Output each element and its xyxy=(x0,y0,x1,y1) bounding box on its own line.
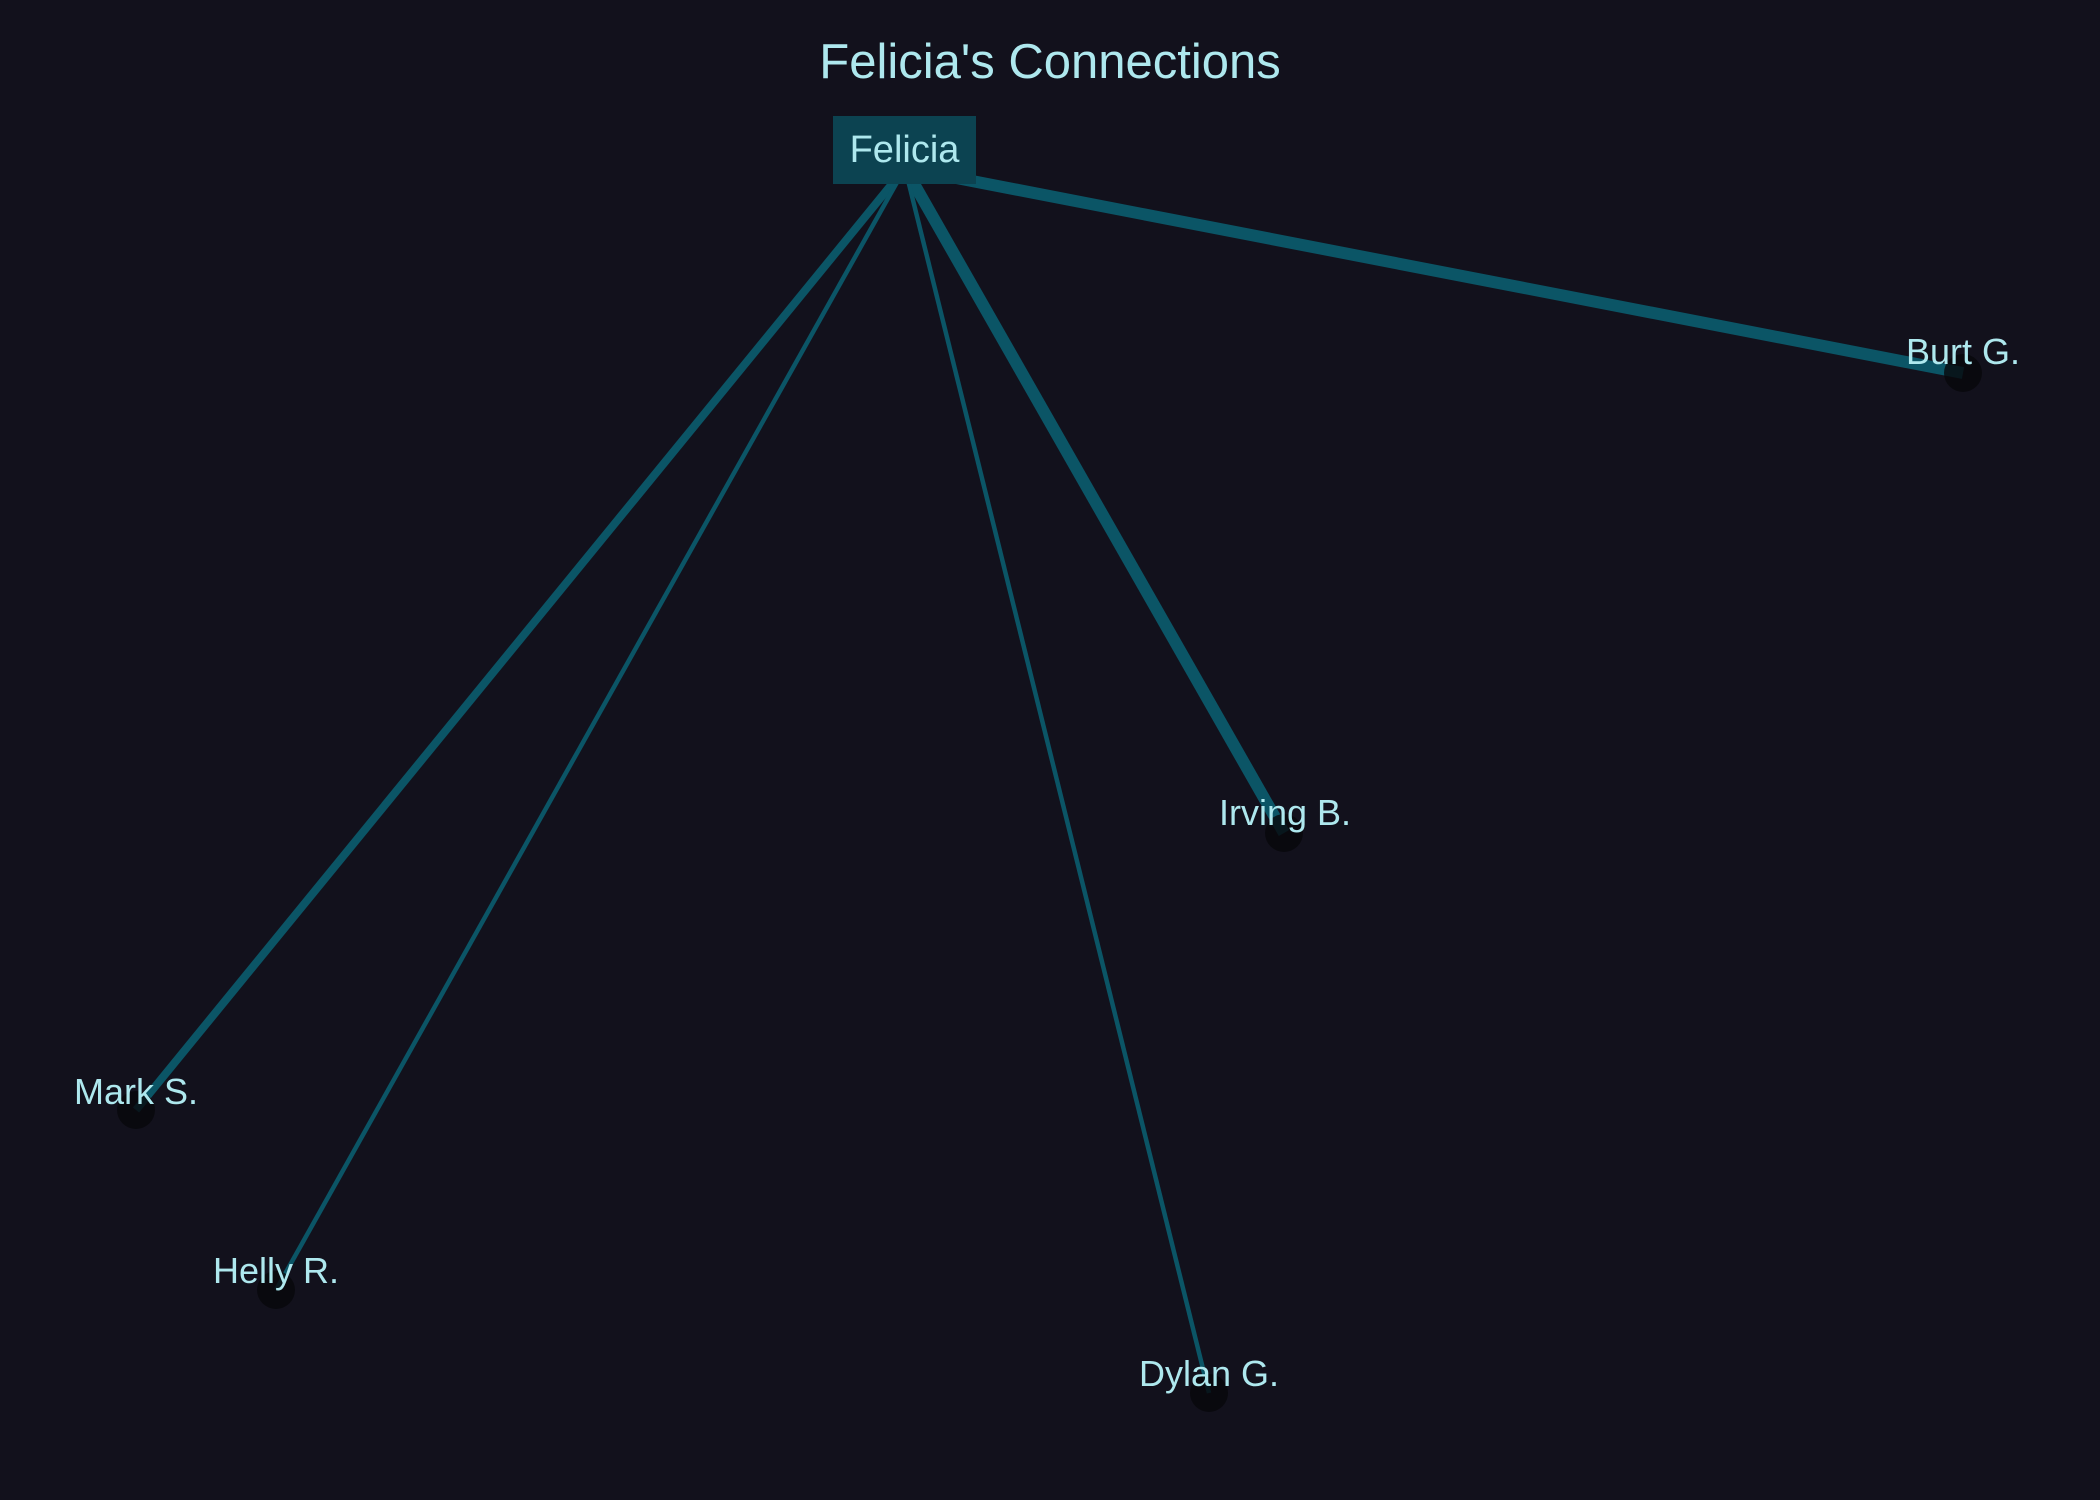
edge-felicia-mark-s xyxy=(132,165,909,1113)
node-label-dylan-g[interactable]: Dylan G. xyxy=(1138,1353,1280,1394)
center-node-label: Felicia xyxy=(849,128,960,171)
node-label-helly-r[interactable]: Helly R. xyxy=(212,1250,340,1291)
diagram-title: Felicia's Connections xyxy=(819,35,1281,89)
node-dot-mark-s[interactable] xyxy=(117,1091,155,1129)
node-dot-burt-g[interactable] xyxy=(1944,354,1982,392)
node-label-irving-b[interactable]: Irving B. xyxy=(1218,792,1352,833)
edge-felicia-burt-g xyxy=(903,162,1965,379)
node-dot-helly-r[interactable] xyxy=(257,1271,295,1309)
node-dot-irving-b[interactable] xyxy=(1265,814,1303,852)
node-label-mark-s[interactable]: Mark S. xyxy=(73,1071,199,1112)
edge-felicia-irving-b xyxy=(899,165,1290,836)
edge-felicia-helly-r xyxy=(274,166,907,1292)
node-label-burt-g[interactable]: Burt G. xyxy=(1905,331,2021,372)
edge-felicia-dylan-g xyxy=(902,167,1212,1394)
center-node[interactable]: Felicia xyxy=(833,116,976,184)
node-dot-dylan-g[interactable] xyxy=(1190,1374,1228,1412)
